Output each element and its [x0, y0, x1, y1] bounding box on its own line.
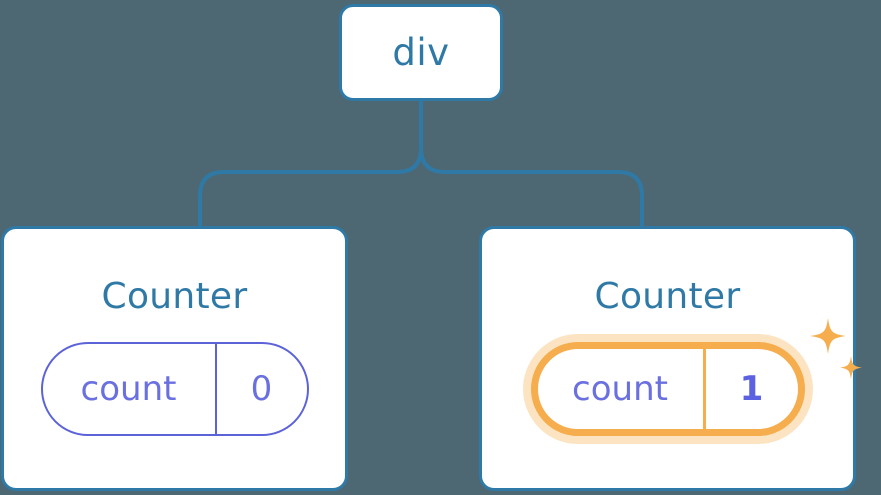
sparkle-four-point-icon [809, 318, 846, 354]
counter-right-state-key: count [538, 349, 706, 429]
counter-right-state-wrap: count 1 [530, 318, 862, 436]
node-div[interactable]: div [339, 4, 503, 101]
node-counter-left[interactable]: Counter count 0 [1, 226, 348, 491]
counter-right-state-value-label: 1 [739, 369, 764, 409]
counter-left-state-key: count [43, 344, 217, 434]
node-counter-right[interactable]: Counter count 1 [479, 226, 862, 491]
counter-left-state-wrap: count 0 [40, 342, 309, 436]
counter-right-state-value: 1 [706, 349, 798, 429]
counter-right-state-key-label: count [572, 369, 668, 409]
connector-left-branch [198, 146, 423, 228]
node-div-label: div [392, 31, 450, 74]
counter-left-state-value-label: 0 [250, 369, 273, 409]
counter-right-state-pill[interactable]: count 1 [530, 342, 805, 436]
counter-left-state-pill[interactable]: count 0 [40, 342, 309, 436]
counter-left-title: Counter [101, 276, 248, 317]
counter-left-state-key-label: count [80, 369, 177, 409]
counter-left-state-value: 0 [217, 344, 307, 434]
counter-right-title: Counter [594, 276, 741, 317]
connector-right-branch [419, 146, 644, 228]
